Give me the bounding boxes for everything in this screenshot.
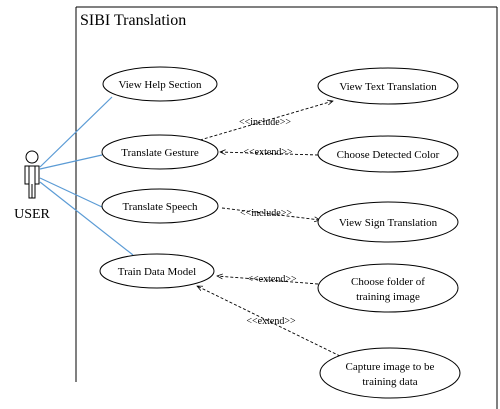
use-case-ellipse	[99, 253, 215, 289]
actor-body	[24, 165, 40, 199]
system-title: SIBI Translation	[80, 12, 186, 29]
use-case-choose-detected-color: Choose Detected Color	[317, 135, 459, 173]
use-case-view-help-section: View Help Section	[102, 66, 218, 102]
use-case-label: Translate Speech	[122, 201, 198, 213]
use-case-label: View Help Section	[118, 79, 202, 91]
dep-color-extend-gesture	[220, 152, 319, 156]
use-case-view-sign-translation: View Sign Translation	[317, 201, 459, 243]
system-boundary: SIBI Translation	[75, 6, 498, 409]
use-case-ellipse	[101, 134, 219, 170]
use-case-label-line2: training image	[356, 291, 420, 303]
use-case-choose-folder: Choose folder of training image	[317, 263, 459, 313]
use-case-ellipse	[317, 135, 459, 173]
assoc-view-help	[39, 96, 113, 168]
assoc-train-data-model	[39, 181, 134, 256]
use-case-train-data-model: Train Data Model	[99, 253, 215, 289]
use-case-view-text-translation: View Text Translation	[317, 67, 459, 105]
label-train-extend-capture: <<extend>>	[246, 316, 296, 327]
actor-label: USER	[14, 207, 50, 222]
use-case-label: Train Data Model	[118, 266, 196, 278]
use-case-ellipse	[317, 201, 459, 243]
use-case-translate-gesture: Translate Gesture	[101, 134, 219, 170]
assoc-translate-speech	[39, 177, 103, 208]
actor-user: USER	[14, 150, 51, 222]
use-case-ellipse	[317, 67, 459, 105]
dep-speech-include-sign	[221, 207, 320, 220]
actor-head	[25, 150, 39, 164]
use-case-ellipse	[319, 347, 461, 399]
label-gesture-include: <<include>>	[239, 117, 291, 128]
use-case-translate-speech: Translate Speech	[101, 188, 219, 224]
dep-capture-extend-train	[197, 286, 341, 357]
dep-gesture-include-text	[199, 101, 333, 141]
label-speech-include: <<include>>	[240, 208, 292, 219]
use-case-capture-image: Capture image to be training data	[319, 347, 461, 399]
use-case-label: View Sign Translation	[339, 217, 438, 229]
use-case-label-line1: Choose folder of	[351, 276, 425, 288]
associations	[39, 96, 134, 256]
use-case-label: View Text Translation	[339, 81, 437, 93]
label-gesture-extend: <<extend>>	[243, 147, 293, 158]
use-case-ellipse	[102, 66, 218, 102]
use-case-ellipse	[101, 188, 219, 224]
use-case-label-line2: training data	[362, 376, 417, 388]
use-case-label-line1: Capture image to be	[346, 361, 435, 373]
use-case-ellipse	[317, 263, 459, 313]
label-train-extend-folder: <<extend>>	[247, 274, 297, 285]
use-case-label: Translate Gesture	[121, 147, 199, 159]
assoc-translate-gesture	[39, 154, 103, 170]
use-case-label: Choose Detected Color	[337, 149, 440, 161]
dep-folder-extend-train	[217, 276, 319, 285]
dependencies: <<include>> <<extend>> <<include>> <<ext…	[197, 101, 341, 357]
